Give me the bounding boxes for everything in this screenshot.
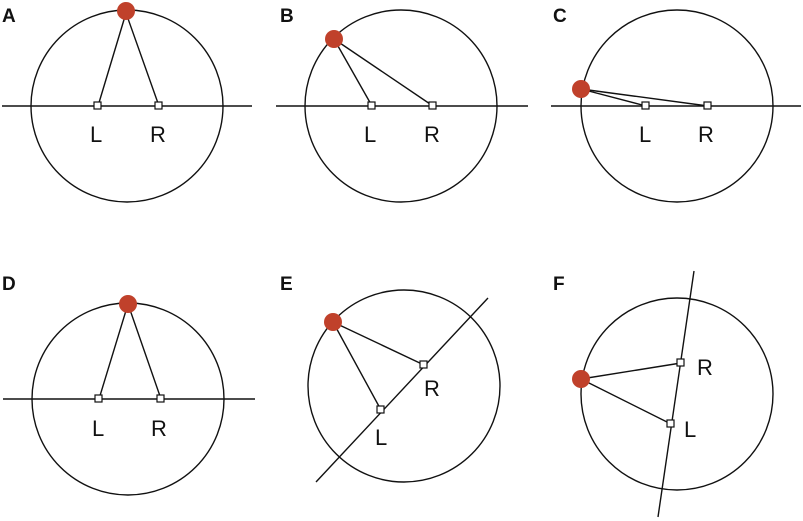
panel-a-sound-source [117, 2, 135, 20]
panel-d: D L R [2, 274, 255, 496]
panel-c-left-ear-marker [641, 101, 650, 110]
panel-c-letter: C [553, 6, 567, 27]
panel-f-sound-source [572, 370, 590, 388]
panel-b-right-ear-marker [428, 101, 437, 110]
panel-f-right-ear-marker [676, 358, 685, 367]
panel-f-path-left [580, 378, 672, 425]
panel-e-circle [307, 289, 501, 483]
panel-c-left-label: L [639, 122, 651, 147]
panel-d-right-label: R [151, 416, 167, 441]
panel-d-letter: D [2, 274, 16, 295]
panel-a-letter: A [2, 6, 16, 27]
panel-c-right-label: R [698, 122, 714, 147]
panel-a-path-left [97, 12, 127, 107]
panel-e-path-left [332, 321, 382, 411]
panel-b-sound-source [325, 30, 343, 48]
panel-e-right-ear-marker [419, 360, 428, 369]
panel-d-left-label: L [92, 416, 104, 441]
panel-f-letter: F [553, 274, 565, 295]
panel-d-sound-source [119, 295, 137, 313]
panel-c: C L R [551, 6, 801, 203]
panel-f-right-label: R [697, 355, 713, 380]
panel-f-left-label: L [684, 417, 696, 442]
panel-b-path-right [333, 38, 434, 107]
panel-b-right-label: R [424, 122, 440, 147]
panel-a-right-ear-marker [154, 101, 163, 110]
panel-d-left-ear-marker [94, 394, 103, 403]
panel-d-path-right [127, 303, 162, 400]
panel-a-left-ear-marker [93, 101, 102, 110]
panel-b: B L R [276, 6, 528, 203]
panel-b-left-ear-marker [367, 101, 376, 110]
panel-e-interaural-axis [315, 297, 489, 483]
panel-d-path-left [98, 303, 129, 400]
panel-d-right-ear-marker [156, 394, 165, 403]
panel-b-path-left [333, 38, 373, 107]
panel-f: F L R [553, 270, 774, 518]
panel-a-path-right [125, 12, 160, 107]
panel-e-path-right [332, 321, 425, 366]
panel-a-left-label: L [90, 122, 102, 147]
panel-c-path-right [580, 88, 709, 107]
panel-e-letter: E [280, 274, 293, 295]
panel-c-path-left [580, 88, 647, 107]
panel-e-sound-source [324, 313, 342, 331]
panel-c-right-ear-marker [703, 101, 712, 110]
panel-c-sound-source [572, 80, 590, 98]
panel-b-letter: B [280, 6, 294, 27]
panel-f-interaural-axis [657, 270, 695, 518]
panel-a: A L R [2, 2, 252, 203]
panel-f-left-ear-marker [666, 419, 675, 428]
panel-b-left-label: L [364, 122, 376, 147]
panel-e-left-ear-marker [376, 405, 385, 414]
panel-e: E L R [280, 274, 501, 483]
panel-f-circle [580, 297, 774, 491]
panel-f-path-right [580, 362, 682, 380]
panel-e-right-label: R [424, 376, 440, 401]
panel-a-right-label: R [150, 122, 166, 147]
panel-e-left-label: L [375, 425, 387, 450]
